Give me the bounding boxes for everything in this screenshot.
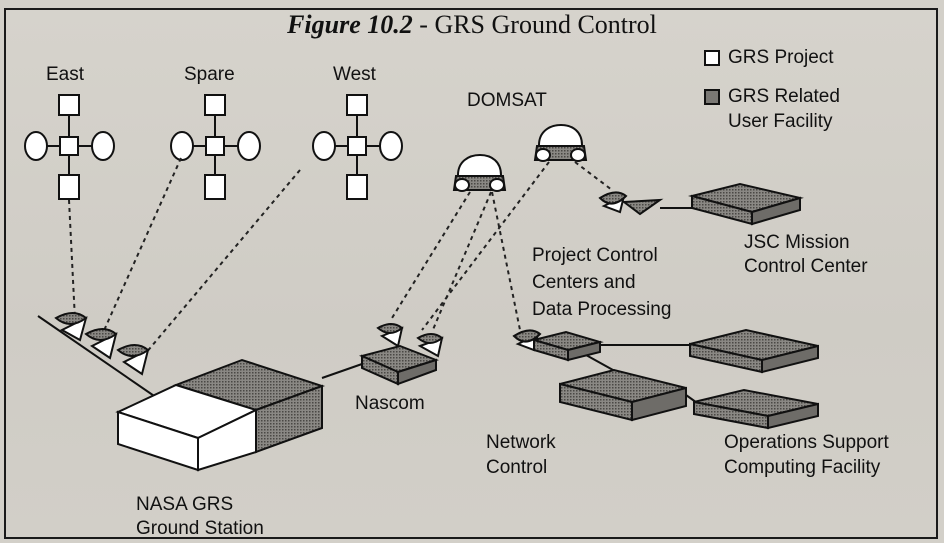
- pcc-label-line2: Centers and: [532, 272, 636, 293]
- east-label: East: [46, 64, 85, 85]
- pcc-label-line3: Data Processing: [532, 299, 672, 320]
- nascom-node-icon: [358, 323, 444, 386]
- jsc-building-icon: [688, 182, 804, 226]
- jsc-dish-icon: [598, 191, 664, 216]
- jsc-label-line2: Control Center: [744, 256, 868, 277]
- title-text: GRS Ground Control: [434, 10, 657, 39]
- ops-support-label-line2: Computing Facility: [724, 457, 881, 478]
- operations-support-building-icon: [693, 388, 819, 430]
- nascom-label: Nascom: [355, 393, 425, 414]
- west-satellite-icon: [312, 94, 403, 200]
- east-satellite-icon: [24, 94, 115, 200]
- figure-label: Figure 10.2: [287, 10, 413, 39]
- ops-support-label-line1: Operations Support: [724, 432, 889, 453]
- legend-related-label-line2: User Facility: [728, 111, 833, 132]
- nasa-ground-station-label-line1: NASA GRS: [136, 494, 234, 515]
- legend-related-label-line1: GRS Related: [728, 86, 840, 107]
- network-control-building-icon: [559, 368, 687, 422]
- spare-satellite-icon: [170, 94, 261, 200]
- title-separator: -: [412, 10, 435, 39]
- legend-project-swatch: [704, 50, 720, 66]
- domsat-satellite-right-icon: [533, 123, 588, 162]
- west-label: West: [333, 64, 376, 85]
- legend-project-label: GRS Project: [728, 47, 834, 68]
- jsc-label-line1: JSC Mission: [744, 232, 850, 253]
- nasa-ground-station-building: [115, 358, 326, 472]
- domsat-satellite-left-icon: [452, 153, 507, 192]
- figure-title: Figure 10.2 - GRS Ground Control: [0, 10, 944, 40]
- project-control-building-icon: [530, 330, 604, 362]
- ground-dish-array: [37, 312, 161, 401]
- domsat-label: DOMSAT: [467, 90, 547, 111]
- spare-label: Spare: [184, 64, 235, 85]
- legend-related-swatch: [704, 89, 720, 105]
- related-facility-building-icon: [689, 328, 819, 374]
- nasa-ground-station-label-line2: Ground Station: [136, 518, 264, 539]
- network-control-label-line2: Control: [486, 457, 548, 478]
- network-control-label-line1: Network: [486, 432, 556, 453]
- uplink-dashed-lines: [68, 157, 613, 361]
- pcc-label-line1: Project Control: [532, 245, 658, 266]
